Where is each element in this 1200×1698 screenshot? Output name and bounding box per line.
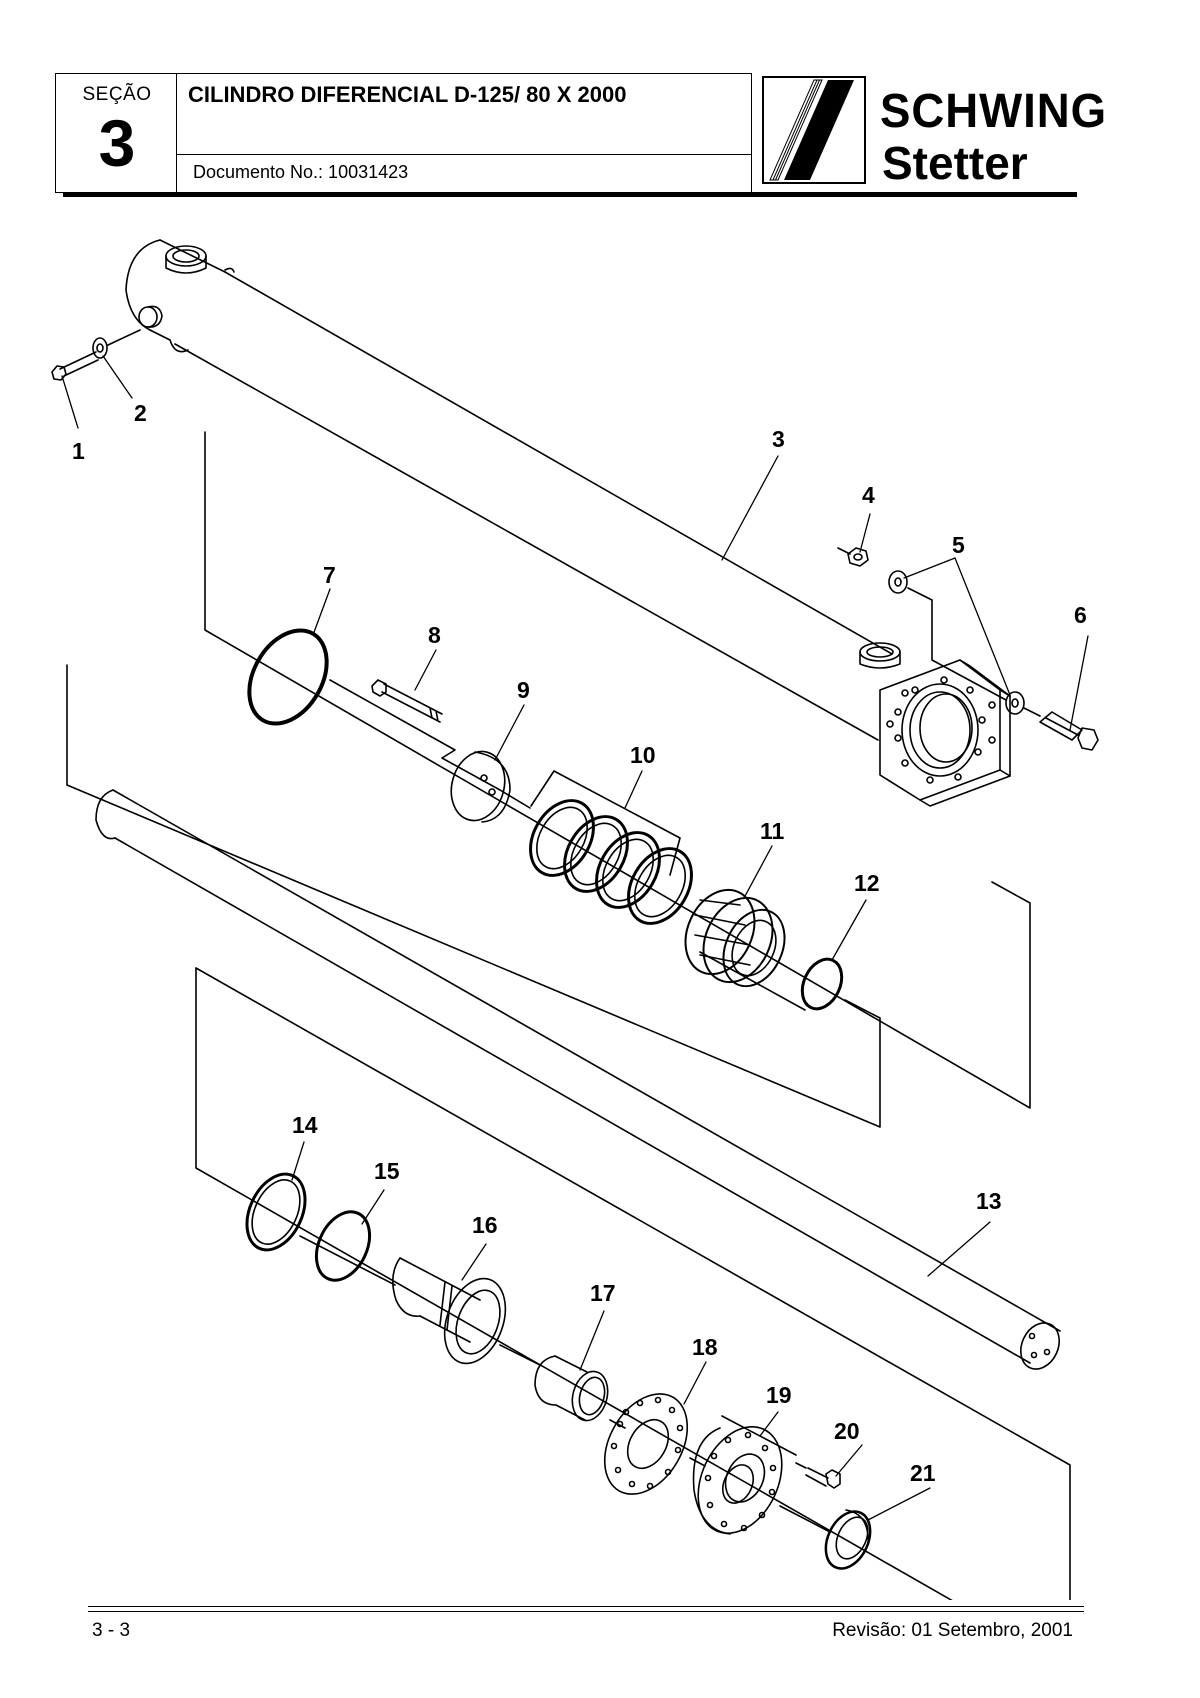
middle-assembly-frame bbox=[66, 664, 881, 1128]
sleeve-item-17 bbox=[534, 1355, 609, 1422]
callout-4: 4 bbox=[862, 482, 875, 508]
callout-10: 10 bbox=[630, 742, 656, 768]
leader-lines bbox=[61, 355, 1089, 1521]
axis-line-upper bbox=[329, 679, 531, 809]
callout-11: 11 bbox=[760, 818, 785, 844]
screw-item-1 bbox=[51, 351, 99, 381]
callout-12: 12 bbox=[854, 870, 880, 896]
title-box: CILINDRO DIFERENCIAL D-125/ 80 X 2000 Do… bbox=[176, 73, 752, 193]
axis-line-flange bbox=[721, 1415, 797, 1456]
page-number: 3 - 3 bbox=[92, 1620, 131, 1641]
seal-set-item-10 bbox=[529, 770, 693, 925]
piston-rod bbox=[95, 789, 1061, 1370]
exploded-parts-drawing bbox=[51, 239, 1099, 1600]
section-number: 3 bbox=[98, 106, 136, 180]
section-label: SEÇÃO bbox=[82, 84, 152, 105]
callout-2: 2 bbox=[134, 400, 147, 426]
logo-stetter: Stetter bbox=[882, 137, 1028, 189]
o-ring-item-7 bbox=[247, 628, 329, 726]
callout-8: 8 bbox=[428, 622, 441, 648]
o-ring-item-15 bbox=[314, 1210, 372, 1282]
wiper-item-21 bbox=[824, 1509, 872, 1570]
page-header: SEÇÃO 3 CILINDRO DIFERENCIAL D-125/ 80 X… bbox=[55, 73, 1075, 193]
callout-17: 17 bbox=[590, 1280, 616, 1306]
revision-date: Revisão: 01 Setembro, 2001 bbox=[832, 1620, 1073, 1641]
callout-1: 1 bbox=[72, 438, 85, 464]
bolt-item-8 bbox=[371, 679, 443, 723]
callout-13: 13 bbox=[976, 1188, 1002, 1214]
piston-disc-item-9 bbox=[450, 750, 511, 823]
logo-stripes-icon bbox=[762, 76, 866, 184]
callout-19: 19 bbox=[766, 1382, 792, 1408]
document-number: Documento No.: 10031423 bbox=[193, 162, 409, 182]
bushing-item-16 bbox=[392, 1257, 507, 1365]
callout-14: 14 bbox=[292, 1112, 318, 1138]
o-ring-item-12 bbox=[800, 957, 844, 1011]
washer-item-2 bbox=[92, 329, 141, 359]
callout-3: 3 bbox=[772, 426, 785, 452]
flange-gasket-item-18 bbox=[603, 1393, 689, 1495]
section-box: SEÇÃO 3 bbox=[55, 73, 177, 193]
callout-7: 7 bbox=[323, 562, 336, 588]
title-divider bbox=[176, 154, 751, 155]
o-ring-item-14 bbox=[245, 1172, 307, 1252]
lower-frame-right bbox=[195, 967, 1071, 1600]
lower-frame-left bbox=[195, 967, 953, 1600]
screw-item-20 bbox=[795, 1462, 841, 1489]
upper-assembly-frame bbox=[204, 431, 1031, 1109]
axis-line-middle bbox=[699, 951, 806, 1011]
nut-item-4 bbox=[837, 547, 869, 567]
footer-rule-2 bbox=[88, 1611, 1084, 1612]
logo-schwing: SCHWING bbox=[880, 85, 1108, 138]
callout-21: 21 bbox=[910, 1460, 936, 1486]
callout-6: 6 bbox=[1074, 602, 1087, 628]
bolt-item-6 bbox=[1023, 707, 1099, 751]
callout-18: 18 bbox=[692, 1334, 718, 1360]
assembly-line-5 bbox=[907, 587, 1007, 701]
header-rule bbox=[63, 192, 1077, 197]
footer-rule bbox=[88, 1606, 1084, 1607]
axis-line-lower bbox=[299, 1235, 831, 1533]
callout-16: 16 bbox=[472, 1212, 498, 1238]
callout-15: 15 bbox=[374, 1158, 400, 1184]
callout-20: 20 bbox=[834, 1418, 860, 1444]
washer-item-5b bbox=[1005, 691, 1025, 715]
end-flange-item-19 bbox=[692, 1425, 783, 1535]
washer-item-5a bbox=[888, 570, 908, 594]
cylinder-barrel bbox=[125, 239, 1011, 807]
guide-ring-item-11 bbox=[684, 888, 786, 988]
page-title: CILINDRO DIFERENCIAL D-125/ 80 X 2000 bbox=[188, 82, 627, 107]
callout-9: 9 bbox=[517, 677, 530, 703]
callout-5: 5 bbox=[952, 532, 965, 558]
